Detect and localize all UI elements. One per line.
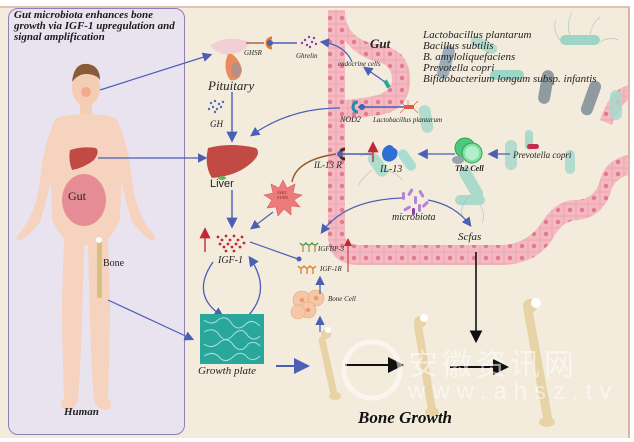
- human-femur: [97, 240, 102, 298]
- igf1r-label: IGF-1R: [320, 265, 342, 273]
- ghrelin-particles: [300, 35, 318, 49]
- human-gut-label: Gut: [68, 189, 86, 203]
- jak2-stat6-label: JAK2 STAT6: [277, 190, 288, 200]
- il13r-label: IL-13 R: [314, 160, 342, 170]
- bone-growth-label: Bone Growth: [358, 408, 452, 427]
- arrow-igf1-to-growth-plate: [202, 261, 225, 318]
- pituitary-label: Pituitary: [208, 78, 255, 93]
- growth-plate-block: [200, 314, 264, 364]
- igfbp3-label: IGFBP-3: [318, 245, 345, 253]
- gut-wall-right: [500, 155, 628, 265]
- arrow-endocrine-to-ghrelin: [319, 38, 353, 63]
- human-bone-label: Bone: [103, 258, 125, 269]
- femur-small: [318, 327, 341, 400]
- th2-cell: [452, 137, 483, 164]
- growth-plate-label: Growth plate: [198, 365, 256, 377]
- arrow-human-to-pituitary: [99, 52, 213, 91]
- ghsr-label: GHSR: [244, 49, 262, 57]
- human-body: [16, 63, 156, 410]
- microbiota-cluster: [402, 188, 429, 215]
- lactobacillus-plantarum-label: Lactobacillus plantarum: [373, 116, 443, 124]
- scfas-label: Scfas: [458, 231, 482, 243]
- bacteria-list-item: Bacillus subtilis: [423, 40, 494, 52]
- arrow-nod2-to-liver: [250, 107, 341, 137]
- arrow-igf1-to-igf1r: [249, 241, 299, 260]
- ghrelin-label: Ghrelin: [296, 52, 318, 60]
- bone-cell-cluster: [290, 289, 325, 320]
- stat6-label: STAT6: [277, 195, 289, 200]
- arrow-microbiota-to-scfas: [427, 199, 472, 227]
- femur-medium: [414, 314, 439, 417]
- watermark-chinese-text: 安徽资讯网: [408, 349, 578, 382]
- arrow-microbiota-to-igfbp3: [320, 197, 403, 234]
- nod2-label: NOD2: [340, 115, 361, 124]
- bacterium-il13-source: [397, 149, 417, 171]
- arrow-human-to-growth-plate: [107, 299, 195, 341]
- jak2-label: JAK2: [277, 190, 287, 195]
- igf1-particles: [216, 234, 246, 253]
- bacteria-list: Lactobacillus plantarum Bacillus subtili…: [423, 30, 597, 85]
- microbiota-label: microbiota: [392, 212, 436, 223]
- igfbp3-receptor: [299, 241, 319, 252]
- femur-large: [523, 298, 555, 427]
- pituitary-gland: [210, 38, 250, 81]
- prevotella-copri-label: Prevotella copri: [513, 150, 572, 160]
- th2-cell-label: Th2 Cell: [455, 164, 484, 173]
- il13r-to-jak2: [291, 153, 337, 183]
- bacteria-list-item: Lactobacillus plantarum: [423, 29, 532, 41]
- watermark-url: www.ahsz.tv: [408, 378, 619, 405]
- bacteria-list-item: B. amyloliquefaciens: [423, 51, 516, 63]
- bacteria-list-item: Bifidobacterium longum subsp. infantis: [423, 73, 597, 85]
- lactobacillus-icon: [399, 100, 419, 114]
- liver-label: Liver: [210, 178, 234, 190]
- human-caption: Human: [64, 406, 99, 418]
- gut-label: Gut: [370, 36, 391, 51]
- gh-particles: [207, 99, 225, 114]
- watermark-logo-icon: [341, 339, 403, 401]
- bone-cell-label: Bone Cell: [328, 295, 356, 303]
- il13-cytokine: [382, 145, 398, 162]
- arrow-jak2-to-igf1: [250, 211, 274, 230]
- nod2-receptor: [351, 100, 359, 114]
- bacteria-list-item: Prevotella copri: [423, 62, 495, 74]
- human-gut: [62, 174, 106, 226]
- igf1-label: IGF-1: [218, 255, 243, 266]
- arrow-growth-plate-to-igf1: [247, 255, 262, 317]
- arrow-bacterium-to-endocrine: [363, 66, 386, 83]
- bacteria-decorations: [367, 35, 622, 205]
- liver-organ: [206, 145, 258, 178]
- jak2-stat6-burst: [263, 179, 303, 217]
- gh-label: GH: [210, 119, 223, 129]
- endocrine-cells-label: endocrine cells: [338, 60, 381, 68]
- human-liver: [69, 147, 98, 170]
- diagram-title: Gut microbiota enhances bone growth via …: [14, 9, 175, 43]
- igf1r-receptor: [297, 264, 317, 274]
- il13-label: IL-13: [380, 164, 403, 175]
- gut-wall-top: [328, 10, 410, 120]
- prevotella-icon: [527, 144, 539, 149]
